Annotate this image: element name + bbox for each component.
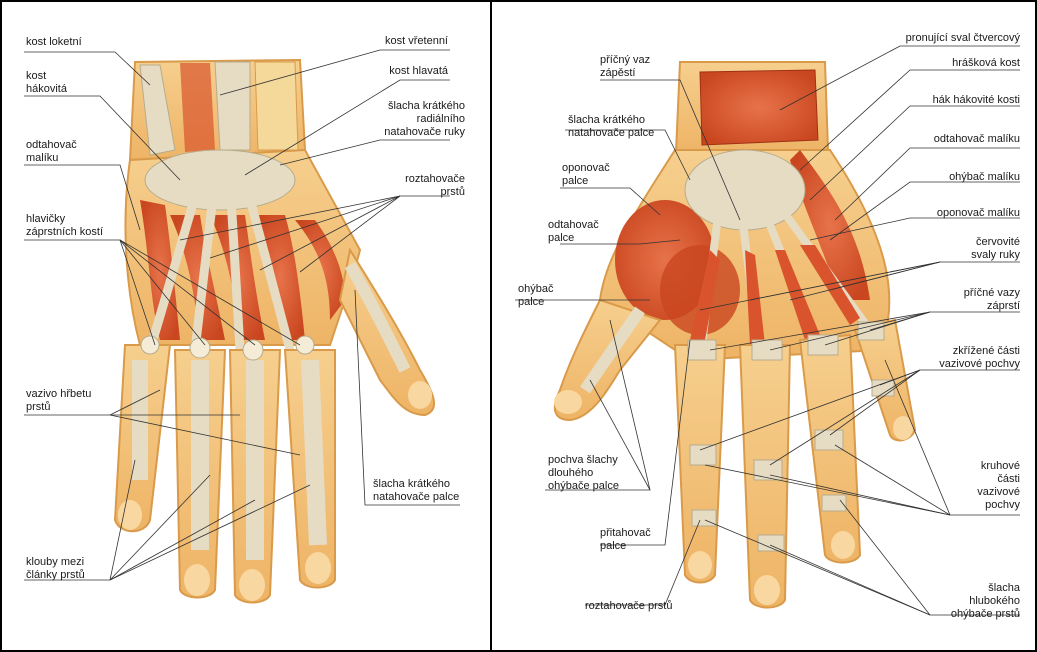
dorsal-hand-illustration xyxy=(113,58,435,604)
label-ulna: kost loketní xyxy=(26,36,82,48)
palmar-leader-lines xyxy=(515,45,1020,616)
label-ecrb-tendon: šlacha krátkého radiálního natahovače ru… xyxy=(384,100,465,138)
label-dorsal-expansion: vazivo hřbetu prstů xyxy=(26,388,92,413)
label-palmar-adm: odtahovač malíku xyxy=(933,133,1020,145)
label-pronator-quadratus: pronující sval čtvercový xyxy=(905,32,1020,44)
label-flexor-digiti-minimi: ohýbač malíku xyxy=(949,171,1020,183)
label-cruciform-parts: zkřížené části vazivové pochvy xyxy=(939,345,1020,370)
label-ip-joints: klouby mezi články prstů xyxy=(26,556,85,581)
label-radius: kost vřetenní xyxy=(385,35,448,47)
label-epb-tendon: šlacha krátkého natahovače palce xyxy=(373,478,460,503)
label-fpl-sheath: pochva šlachy dlouhého ohýbače palce xyxy=(548,454,619,492)
label-annular-parts: kruhové části vazivové pochvy xyxy=(977,460,1020,511)
label-palmar-epb: šlacha krátkého natahovače palce xyxy=(568,114,655,139)
label-flexor-pollicis: ohýbač palce xyxy=(518,283,554,308)
label-adductor-pollicis: přitahovač palce xyxy=(600,527,651,552)
label-deep-transverse-ligaments: příčné vazy záprstí xyxy=(963,287,1020,312)
dorsal-leader-lines xyxy=(24,49,460,581)
label-hamate: kost hákovitá xyxy=(26,70,67,95)
label-opponens-digiti-minimi: oponovač malíku xyxy=(936,207,1020,219)
label-abductor-pollicis: odtahovač palce xyxy=(548,219,599,244)
label-lumbricals: červovité svaly ruky xyxy=(971,236,1020,261)
label-fdp-tendon: šlacha hlubokého ohýbače prstů xyxy=(950,582,1020,620)
label-extensors: roztahovače prstů xyxy=(405,173,465,198)
label-opponens-pollicis: oponovač palce xyxy=(562,162,610,187)
label-interossei: roztahovače prstů xyxy=(585,600,673,612)
label-capitate: kost hlavatá xyxy=(389,65,448,77)
label-metacarpal-heads: hlavičky záprstních kostí xyxy=(26,213,104,238)
palmar-hand-illustration xyxy=(553,61,917,609)
label-hamate-hook: hák hákovité kosti xyxy=(932,94,1020,106)
label-abductor-digiti-minimi: odtahovač malíku xyxy=(26,139,77,164)
label-pisiform: hrášková kost xyxy=(952,57,1020,69)
label-flexor-retinaculum: příčný vaz zápěstí xyxy=(600,54,651,79)
